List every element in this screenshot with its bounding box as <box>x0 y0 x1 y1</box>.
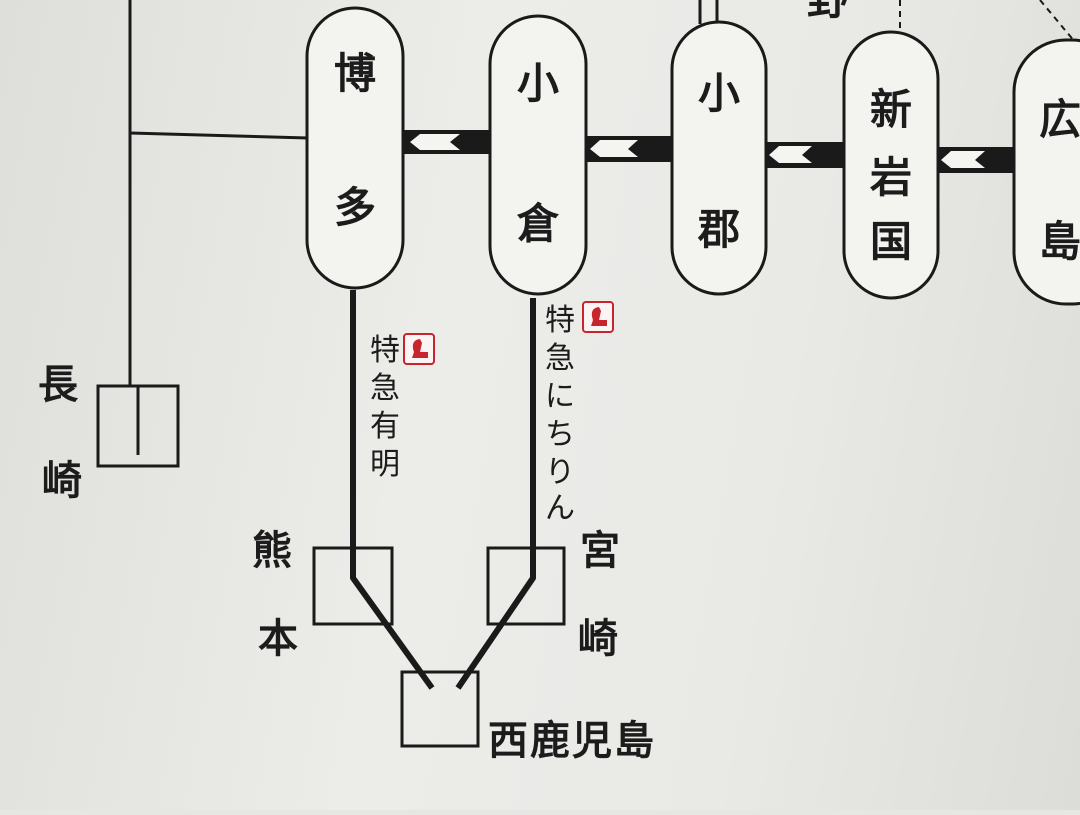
shinkansen-segment-ogori-shiniwakuni <box>764 142 846 168</box>
station-hiroshima[interactable]: 広 島 <box>1012 38 1080 306</box>
nichirin-line <box>455 298 536 690</box>
terminal-box-nishi-kagoshima[interactable] <box>400 670 480 748</box>
station-kokura[interactable]: 小 倉 <box>488 14 588 296</box>
station-shin-iwakuni-char-1: 新 <box>870 85 912 134</box>
terminal-miyazaki-char-2: 崎 <box>578 616 618 662</box>
station-hakata[interactable]: 博 多 <box>305 6 405 290</box>
train-ariake-char-4: 明 <box>370 447 400 482</box>
train-ariake-char-2: 急 <box>370 371 400 406</box>
station-hakata-char-2: 多 <box>334 183 376 232</box>
station-ogori-char-2: 郡 <box>697 205 740 254</box>
station-kokura-char-1: 小 <box>517 59 559 108</box>
train-nichirin-char-1: 特 <box>545 303 575 338</box>
ariake-line <box>350 290 435 690</box>
shinkansen-segment-shiniwakuni-hiroshima <box>936 147 1022 173</box>
station-shin-iwakuni[interactable]: 新 岩 国 <box>842 30 940 300</box>
red-express-mark-icon <box>582 301 614 333</box>
station-ogori-char-1: 小 <box>698 69 740 118</box>
train-nichirin-char-5: り <box>545 455 575 490</box>
terminal-box-miyazaki[interactable] <box>486 546 566 626</box>
terminal-miyazaki-char-1: 宮 <box>580 528 620 574</box>
terminal-box-kumamoto[interactable] <box>312 546 394 626</box>
station-shin-iwakuni-char-2: 岩 <box>870 153 912 202</box>
terminal-box-nagasaki[interactable] <box>96 384 180 468</box>
train-ariake-char-3: 有 <box>370 409 400 444</box>
top-partial-station-label: 野 <box>807 0 849 24</box>
terminal-nagasaki-char-2: 崎 <box>42 458 82 504</box>
train-label-ariake: 特 急 有 明 <box>370 333 400 482</box>
train-nichirin-char-2: 急 <box>545 341 575 376</box>
nagasaki-line <box>128 0 309 455</box>
red-express-mark-icon <box>403 333 435 365</box>
train-nichirin-char-4: ち <box>545 417 575 452</box>
terminal-kumamoto-char-1: 熊 <box>252 528 292 574</box>
station-hakata-char-1: 博 <box>334 49 376 98</box>
station-kokura-char-2: 倉 <box>516 199 560 248</box>
train-label-nichirin: 特 急 に ち り ん <box>545 303 575 526</box>
train-ariake-char-1: 特 <box>370 333 400 368</box>
station-hiroshima-char-1: 広 <box>1039 95 1080 144</box>
train-nichirin-char-3: に <box>545 379 575 414</box>
train-nichirin-char-6: ん <box>545 491 575 526</box>
shinkansen-segment-hakata-kokura <box>404 130 492 154</box>
station-ogori[interactable]: 小 郡 <box>670 20 768 296</box>
station-hiroshima-char-2: 島 <box>1039 217 1080 266</box>
terminal-nishi-kagoshima-label: 西鹿児島 <box>488 718 656 764</box>
station-shin-iwakuni-char-3: 国 <box>870 217 912 266</box>
terminal-nagasaki-char-1: 長 <box>38 362 79 408</box>
terminal-kumamoto-char-2: 本 <box>258 616 298 662</box>
shinkansen-segment-kokura-ogori <box>584 136 674 162</box>
